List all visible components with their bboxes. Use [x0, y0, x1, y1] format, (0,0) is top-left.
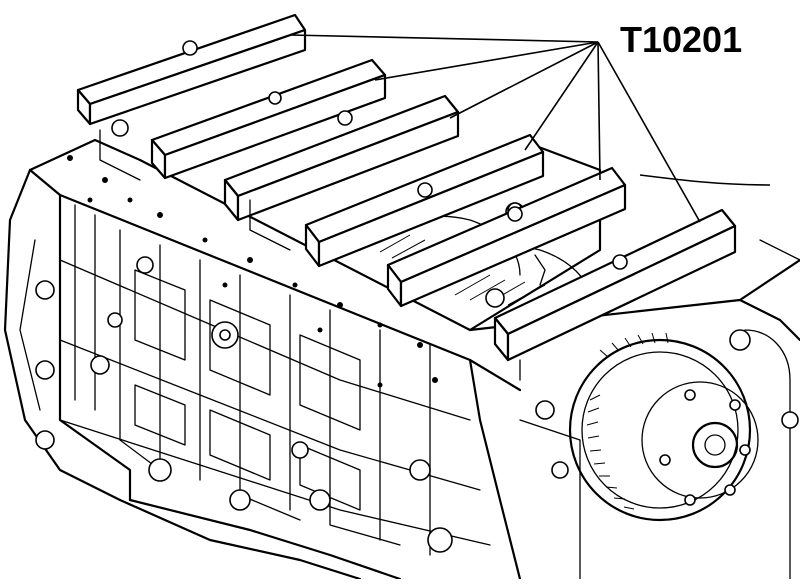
locking-bar-4 [304, 133, 545, 268]
callout-leaders [289, 34, 771, 223]
locking-bar-5 [386, 166, 627, 308]
pump-housing [519, 239, 800, 580]
locking-bar-3 [223, 94, 460, 251]
engine-block [3, 138, 800, 581]
locking-bar-6 [493, 208, 737, 381]
timing-gear [568, 332, 759, 522]
locking-bar-1 [76, 13, 307, 181]
callout-label: T10201 [620, 19, 742, 60]
locking-bar-2 [150, 58, 387, 180]
